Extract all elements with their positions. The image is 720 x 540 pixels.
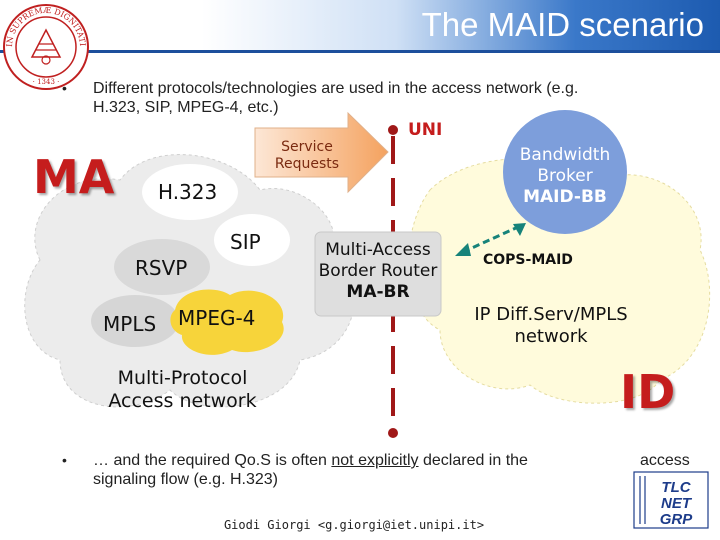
bullet-2-emphasis: not explicitly	[331, 452, 419, 469]
svg-text:NET: NET	[661, 495, 693, 512]
rsvp-label: RSVP	[135, 256, 188, 280]
access-network-label: Multi-Protocol Access network	[100, 367, 265, 413]
bullet-2-line2: signaling flow (e.g. H.323)	[93, 471, 278, 488]
broker-line3: MAID-BB	[523, 187, 607, 207]
border-router-label: Multi-Access Border Router MA-BR	[312, 240, 444, 303]
border-router-line2: Border Router	[318, 261, 438, 281]
maid-diagram	[24, 110, 711, 438]
svg-text:GRP: GRP	[660, 511, 694, 528]
service-requests-arrow	[254, 111, 389, 194]
bullet-1-line2: H.323, SIP, MPEG-4, etc.)	[93, 99, 279, 116]
mpeg4-label: MPEG-4	[178, 306, 256, 330]
ip-network-label: IP Diff.Serv/MPLS network	[462, 304, 640, 348]
sip-blob	[214, 214, 290, 266]
footer-author: Giodi Giorgi <g.giorgi@iet.unipi.it>	[223, 518, 485, 532]
tlc-net-grp-logo: TLC NET GRP	[633, 471, 709, 529]
ip-network-line1: IP Diff.Serv/MPLS	[474, 304, 628, 325]
header-divider	[0, 50, 720, 53]
svg-text:TLC: TLC	[661, 479, 691, 496]
svg-text:· 1343 ·: · 1343 ·	[33, 78, 60, 86]
mpls-blob	[91, 295, 179, 347]
ip-network-cloud	[408, 158, 711, 404]
bullet-1-line1: Different protocols/technologies are use…	[93, 80, 579, 97]
uni-label: UNI	[408, 120, 443, 140]
bullet-1: Different protocols/technologies are use…	[93, 79, 703, 117]
university-seal-logo: IN SUPREMÆ DIGNITATIS · 1343 ·	[2, 2, 89, 90]
bullet-2-text: … and the required Qo.S is often	[93, 452, 327, 469]
broker-line1: Bandwidth	[519, 145, 611, 165]
cops-arrow	[455, 223, 526, 256]
bullet-2: … and the required Qo.S is often not exp…	[93, 451, 703, 489]
mpls-label: MPLS	[103, 312, 157, 336]
border-router-line3: MA-BR	[346, 282, 410, 302]
rsvp-blob	[114, 239, 210, 295]
cops-label: COPS-MAID	[483, 252, 573, 268]
service-requests-label: Service Requests	[274, 139, 340, 172]
access-network-line2: Access network	[108, 390, 257, 412]
bullet-marker: •	[62, 80, 67, 96]
sip-label: SIP	[230, 230, 261, 254]
page-title: The MAID scenario	[421, 6, 704, 43]
mpeg4-blob	[170, 289, 284, 355]
h323-blob	[142, 164, 238, 220]
bullet-2-line1: … and the required Qo.S is often not exp…	[93, 451, 703, 470]
border-router-line1: Multi-Access	[325, 240, 431, 260]
bullet-2-text-after: declared in the	[422, 452, 528, 469]
broker-circle	[503, 110, 627, 234]
border-router-box	[314, 231, 442, 317]
bullet-marker: •	[62, 452, 67, 468]
access-network-line1: Multi-Protocol	[117, 367, 248, 389]
broker-label: Bandwidth Broker MAID-BB	[515, 145, 615, 208]
ip-network-line2: network	[514, 326, 588, 347]
broker-line2: Broker	[537, 166, 593, 186]
bullet-2-overflow: access	[640, 452, 690, 469]
id-label: ID	[620, 365, 676, 419]
footer: Giodi Giorgi <g.giorgi@iet.unipi.it>	[0, 518, 720, 532]
header-bar	[0, 0, 720, 50]
ma-label: MA	[33, 150, 115, 204]
h323-label: H.323	[158, 180, 218, 204]
